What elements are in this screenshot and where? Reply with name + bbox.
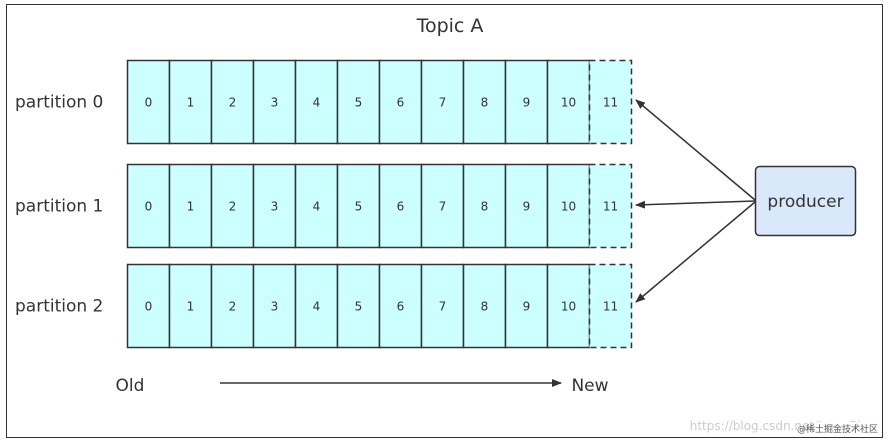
offset-cell [462, 163, 507, 249]
offset-label: 9 [523, 96, 531, 110]
offset-cell [504, 163, 549, 249]
offset-cell [336, 59, 381, 145]
offset-label: 10 [561, 96, 576, 110]
offset-label: 5 [355, 96, 363, 110]
offset-label: 1 [187, 200, 195, 214]
offset-cell [420, 163, 465, 249]
offset-label: 3 [271, 96, 279, 110]
offset-label: 7 [439, 300, 447, 314]
offset-cell [210, 263, 255, 349]
next-offset-cell [588, 263, 633, 349]
watermark-badge: @稀土掘金技术社区 [797, 423, 878, 435]
partition-label: partition 1 [15, 197, 103, 217]
offset-label: 4 [313, 300, 321, 314]
offset-cell [210, 59, 255, 145]
offset-label: 10 [561, 300, 576, 314]
offset-label: 6 [397, 96, 405, 110]
offset-cell [126, 59, 171, 145]
offset-cell [462, 263, 507, 349]
next-offset-cell [588, 59, 633, 145]
timeline-new-label: New [571, 376, 608, 396]
offset-cell [126, 163, 171, 249]
offset-label: 9 [523, 200, 531, 214]
timeline-old-label: Old [116, 376, 145, 396]
offset-label: 4 [313, 200, 321, 214]
arrow-to-partition-0 [635, 99, 756, 201]
offset-label: 6 [397, 200, 405, 214]
topic-title: Topic A [416, 15, 484, 37]
offset-label: 8 [481, 200, 489, 214]
offset-cell [168, 59, 213, 145]
partition-row-2: partition 2 0 1 2 3 4 5 6 7 8 9 10 11 [15, 263, 633, 349]
offset-label: 4 [313, 96, 321, 110]
offset-label: 2 [229, 300, 237, 314]
next-offset-cell [588, 163, 633, 249]
offset-label: 5 [355, 200, 363, 214]
offset-cell [378, 163, 423, 249]
partition-row-1: partition 1 0 1 2 3 4 5 6 7 8 9 10 11 [15, 163, 633, 249]
offset-label: 1 [187, 96, 195, 110]
offset-label: 11 [603, 300, 618, 314]
offset-label: 6 [397, 300, 405, 314]
arrow-to-partition-2 [635, 201, 756, 303]
offset-cell [294, 59, 339, 145]
offset-cell [168, 163, 213, 249]
offset-cell [504, 263, 549, 349]
offset-cell [336, 163, 381, 249]
offset-cell [252, 59, 297, 145]
offset-cell [504, 59, 549, 145]
offset-label: 11 [603, 200, 618, 214]
offset-label: 8 [481, 96, 489, 110]
offset-cell [546, 163, 591, 249]
offset-cell [336, 263, 381, 349]
offset-label: 2 [229, 200, 237, 214]
offset-label: 7 [439, 200, 447, 214]
offset-cell [210, 163, 255, 249]
offset-label: 9 [523, 300, 531, 314]
offset-cell [294, 263, 339, 349]
partition-label: partition 2 [15, 297, 103, 317]
partition-row-0: partition 0 0 1 2 3 4 5 6 7 8 9 10 11 [15, 59, 633, 145]
producer-label: producer [767, 192, 843, 212]
offset-label: 3 [271, 200, 279, 214]
offset-label: 7 [439, 96, 447, 110]
offset-label: 2 [229, 96, 237, 110]
offset-label: 1 [187, 300, 195, 314]
watermark-badge-bg [814, 422, 880, 435]
offset-label: 3 [271, 300, 279, 314]
offset-label: 8 [481, 300, 489, 314]
offset-cell [378, 59, 423, 145]
offset-label: 11 [603, 96, 618, 110]
offset-cell [294, 163, 339, 249]
partition-label: partition 0 [15, 93, 103, 113]
offset-cell [420, 263, 465, 349]
offset-label: 5 [355, 300, 363, 314]
offset-label: 0 [145, 96, 153, 110]
offset-cell [126, 263, 171, 349]
offset-cell [546, 263, 591, 349]
producer-box [754, 165, 857, 237]
offset-cell [168, 263, 213, 349]
arrow-to-partition-1 [635, 200, 756, 209]
offset-label: 0 [145, 200, 153, 214]
offset-label: 10 [561, 200, 576, 214]
offset-cell [378, 263, 423, 349]
offset-label: 0 [145, 300, 153, 314]
offset-cell [420, 59, 465, 145]
